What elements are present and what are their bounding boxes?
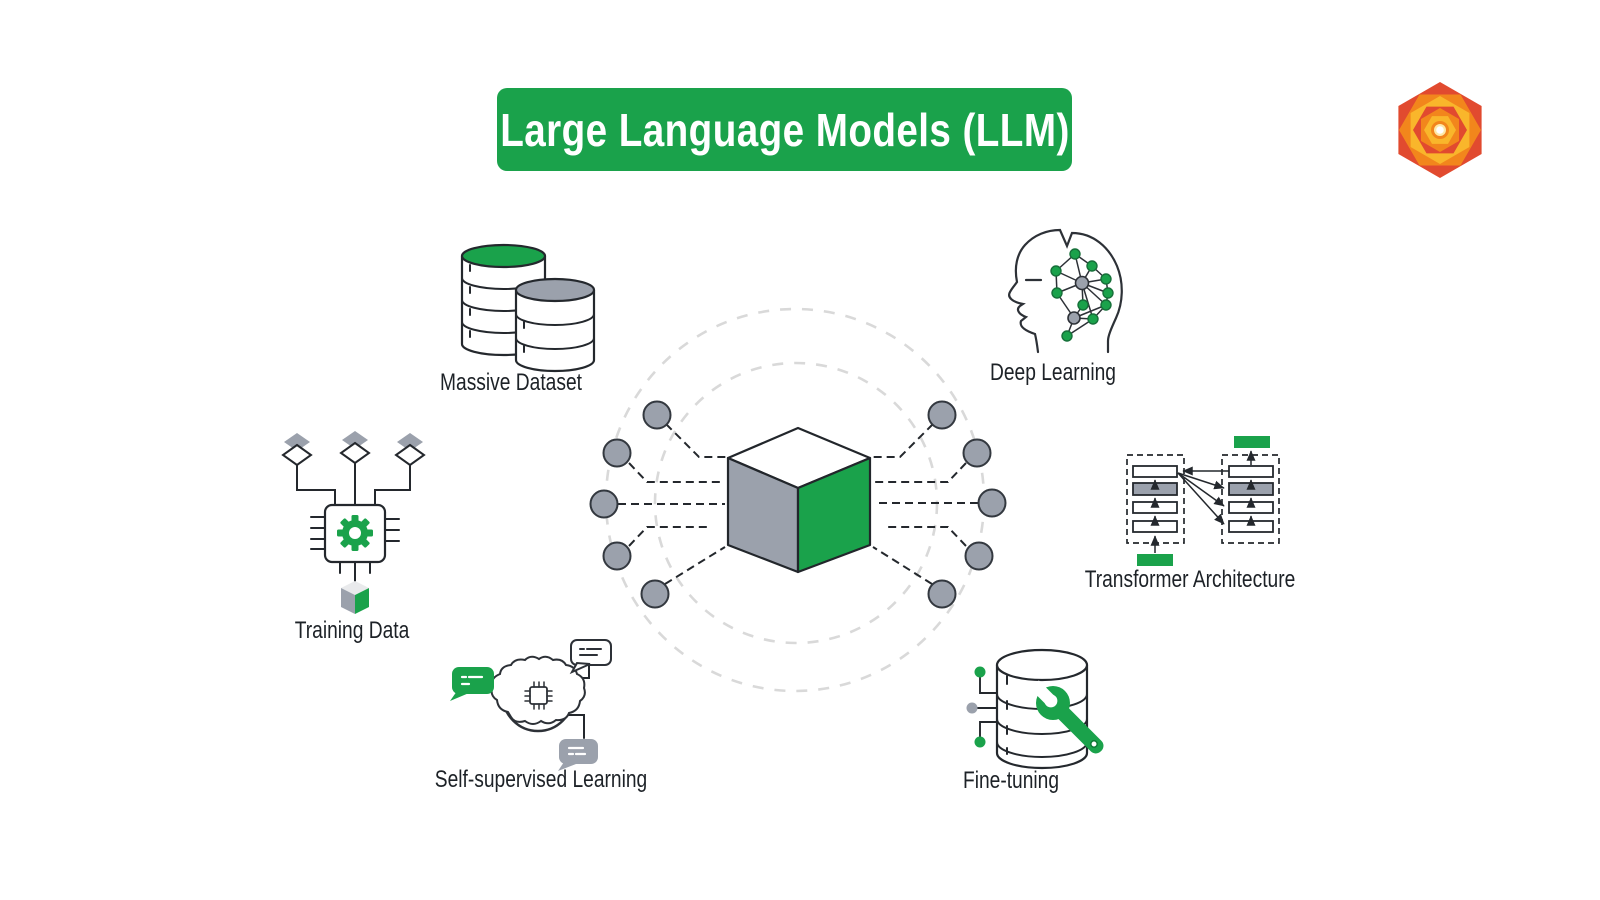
hub-connectors <box>618 423 978 585</box>
wrench-icon <box>1030 680 1104 754</box>
green-chat-bubble <box>450 667 494 701</box>
gray-chat-bubble <box>558 739 598 771</box>
output-block <box>1234 436 1270 448</box>
chip-gear-icon <box>281 431 426 614</box>
llm-cube-hub <box>589 307 1007 693</box>
title-banner: Large Language Models (LLM) <box>497 88 1072 171</box>
mini-cube-icon <box>341 581 369 614</box>
database-stack-icon <box>460 243 596 373</box>
label-massive-dataset: Massive Dataset <box>440 369 582 396</box>
head-profile-outline <box>1008 228 1123 354</box>
neural-network-nodes <box>1050 248 1114 342</box>
label-deep-learning: Deep Learning <box>990 359 1116 386</box>
input-block <box>1137 554 1173 566</box>
gear-icon <box>337 515 373 551</box>
neural-network-edges <box>1055 253 1109 337</box>
head-neural-network-icon <box>1008 228 1123 354</box>
page-title: Large Language Models (LLM) <box>499 103 1070 156</box>
llm-cube-icon <box>726 426 872 574</box>
data-diamonds <box>281 431 426 467</box>
hub-nodes <box>589 400 1007 609</box>
label-training-data: Training Data <box>294 617 410 644</box>
brain-chat-bubbles-icon <box>450 639 612 771</box>
hexagonal-mandala-logo <box>1398 82 1482 178</box>
label-self-supervised-learning: Self-supervised Learning <box>434 766 648 793</box>
label-fine-tuning: Fine-tuning <box>962 767 1060 794</box>
label-transformer-architecture: Transformer Architecture <box>1084 566 1296 593</box>
white-chat-bubble <box>569 639 612 675</box>
database-wrench-icon <box>966 648 1104 770</box>
encoder-decoder-blocks-icon <box>1126 436 1280 566</box>
